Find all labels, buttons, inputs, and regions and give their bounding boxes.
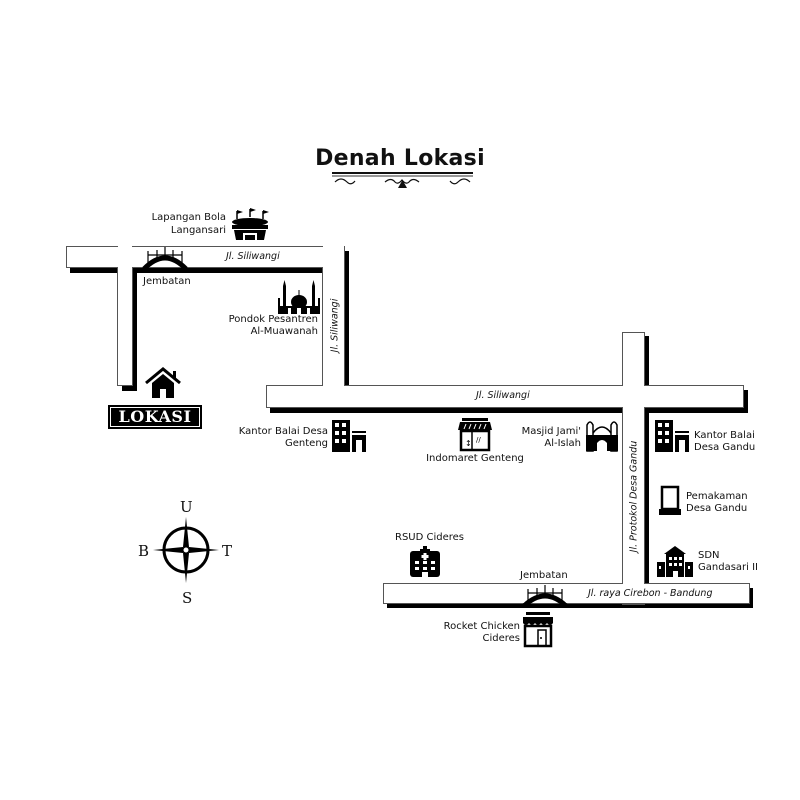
road-shadow — [643, 336, 649, 386]
compass-south: S — [182, 589, 193, 607]
office-building-icon — [655, 420, 689, 452]
label-rocket-1: Rocket Chicken — [443, 621, 520, 632]
stadium-icon — [232, 208, 269, 240]
office-building-icon — [332, 420, 366, 452]
svg-text:↕: ↕ — [465, 439, 472, 448]
label-pesantren-2: Al-Muawanah — [250, 326, 318, 337]
road-shadow — [131, 266, 137, 391]
label-kantor-gandu-1: Kantor Balai — [694, 430, 755, 441]
store-icon: ↕ // — [458, 418, 492, 452]
label-stadium-1: Lapangan Bola — [151, 212, 226, 223]
restaurant-icon — [523, 612, 553, 648]
label-kantor-genteng-1: Kantor Balai Desa — [238, 426, 328, 437]
mosque-complex-icon — [278, 280, 320, 314]
street-label-main: Jl. Siliwangi — [476, 390, 530, 401]
street-label-top: Jl. Siliwangi — [226, 251, 280, 262]
street-label-vertical: Jl. Siliwangi — [329, 298, 341, 353]
label-masjid-1: Masjid Jami' — [521, 426, 581, 437]
road-shadow — [643, 408, 649, 584]
title-ornament — [332, 172, 473, 188]
label-indomaret: Indomaret Genteng — [426, 453, 524, 464]
svg-text://: // — [476, 436, 481, 444]
map-title: Denah Lokasi — [315, 146, 485, 171]
street-label-bottom: Jl. raya Cirebon - Bandung — [588, 588, 713, 599]
road-shadow — [387, 602, 753, 608]
label-masjid-2: Al-Islah — [544, 438, 581, 449]
label-rocket-2: Cideres — [482, 633, 520, 644]
compass-north: U — [180, 498, 193, 516]
road-shadow — [122, 384, 137, 391]
compass-west: B — [138, 542, 150, 560]
label-kantor-gandu-2: Desa Gandu — [694, 442, 756, 453]
school-icon — [657, 546, 693, 577]
label-bridge-top: Jembatan — [143, 276, 191, 287]
road-shadow — [270, 406, 748, 413]
label-rsud: RSUD Cideres — [395, 532, 465, 543]
compass-rose-icon — [153, 517, 219, 583]
bridge-icon — [522, 585, 568, 608]
label-pemakaman-1: Pemakaman — [686, 491, 748, 502]
bridge-icon — [142, 247, 188, 271]
street-label-protokol: Jl. Protokol Desa Gandu — [628, 440, 640, 553]
road-shadow — [343, 251, 349, 386]
label-bridge-bottom: Jembatan — [520, 570, 568, 581]
label-sdn-1: SDN — [698, 550, 720, 561]
label-pesantren-1: Pondok Pesantren — [228, 314, 318, 325]
road-shadow — [742, 390, 748, 413]
label-stadium-2: Langansari — [170, 225, 226, 236]
hospital-icon — [410, 546, 440, 577]
gravestone-icon — [659, 485, 681, 515]
mosque-icon — [586, 421, 618, 452]
label-pemakaman-2: Desa Gandu — [686, 503, 748, 514]
label-sdn-2: Gandasari II — [698, 562, 758, 573]
label-kantor-genteng-2: Genteng — [285, 438, 328, 449]
compass-east: T — [222, 542, 233, 560]
location-badge: LOKASI — [108, 405, 202, 429]
road-shadow — [70, 266, 324, 273]
road-shadow — [748, 588, 753, 608]
home-icon — [145, 367, 181, 398]
